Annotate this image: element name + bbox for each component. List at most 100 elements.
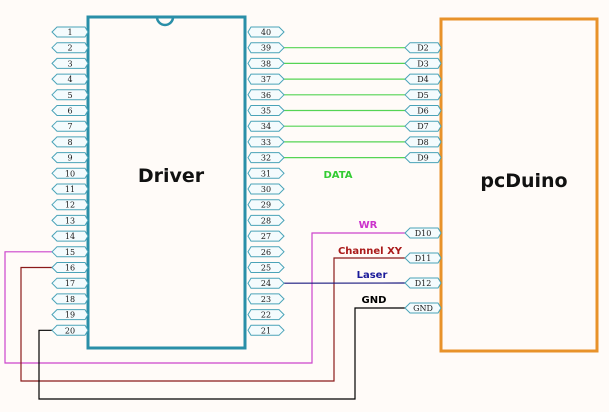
pin-outline	[247, 57, 285, 69]
driver-pin-20[interactable]: 20	[51, 324, 89, 336]
driver-notch	[155, 16, 175, 27]
driver-pin-39[interactable]: 39	[247, 42, 285, 54]
driver-pin-11[interactable]: 11	[51, 183, 89, 195]
driver-pin-7[interactable]: 7	[51, 120, 89, 132]
pin-outline	[404, 136, 442, 148]
wires-layer	[4, 47, 406, 400]
driver-pin-23[interactable]: 23	[247, 293, 285, 305]
pin-outline	[51, 89, 89, 101]
pin-outline	[51, 214, 89, 226]
driver-pin-31[interactable]: 31	[247, 167, 285, 179]
pin-label: 29	[261, 201, 271, 210]
driver-pin-5[interactable]: 5	[51, 89, 89, 101]
driver-pin-9[interactable]: 9	[51, 152, 89, 164]
pin-label: 19	[65, 311, 75, 320]
driver-pin-10[interactable]: 10	[51, 167, 89, 179]
pcduino-pin-d8[interactable]: D8	[404, 136, 442, 148]
pcduino-pin-d6[interactable]: D6	[404, 105, 442, 116]
pin-label: 20	[65, 326, 75, 335]
pin-label: GND	[413, 304, 433, 313]
pin-label: 13	[65, 216, 75, 225]
driver-pin-36[interactable]: 36	[247, 89, 285, 101]
pin-outline	[247, 199, 285, 211]
pin-outline	[404, 227, 442, 239]
driver-pin-8[interactable]: 8	[51, 136, 89, 148]
driver-pin-15[interactable]: 15	[51, 246, 89, 258]
pcduino-pin-d2[interactable]: D2	[404, 42, 442, 54]
pcduino-label: pcDuino	[480, 170, 567, 192]
channel-xy-wire[interactable]	[20, 257, 405, 382]
pcduino-pin-d11[interactable]: D11	[404, 252, 442, 264]
driver-chip[interactable]: Driver	[86, 15, 247, 350]
driver-pin-29[interactable]: 29	[247, 199, 285, 211]
driver-pin-33[interactable]: 33	[247, 136, 285, 148]
pin-outline	[404, 277, 442, 289]
driver-pin-40[interactable]: 40	[247, 26, 285, 38]
driver-pin-16[interactable]: 16	[51, 262, 89, 273]
pcduino-pin-d5[interactable]: D5	[404, 89, 442, 101]
pin-label: 4	[67, 75, 72, 84]
pin-label: 34	[261, 122, 271, 131]
driver-pin-38[interactable]: 38	[247, 57, 285, 69]
pcduino-pin-d9[interactable]: D9	[404, 152, 442, 164]
net-label-gnd: GND	[362, 295, 387, 306]
pin-outline	[51, 293, 89, 305]
pin-outline	[247, 105, 285, 116]
pin-label: 36	[261, 91, 271, 100]
pcduino-body	[439, 17, 599, 353]
pcduino-pin-gnd[interactable]: GND	[404, 302, 442, 314]
net-label-data: DATA	[323, 170, 352, 181]
pcduino-pin-d10[interactable]: D10	[404, 227, 442, 239]
pin-outline	[51, 277, 89, 289]
pin-outline	[404, 42, 442, 54]
driver-pin-22[interactable]: 22	[247, 309, 285, 321]
net-label-channel-xy: Channel XY	[338, 246, 403, 257]
driver-pin-25[interactable]: 25	[247, 262, 285, 273]
driver-pin-27[interactable]: 27	[247, 230, 285, 242]
driver-pin-26[interactable]: 26	[247, 246, 285, 258]
gnd-wire[interactable]	[38, 307, 405, 400]
pin-outline	[247, 136, 285, 148]
pin-label: 31	[261, 169, 271, 178]
pin-label: D5	[417, 91, 429, 100]
driver-label: Driver	[138, 165, 205, 187]
driver-pin-32[interactable]: 32	[247, 152, 285, 164]
driver-pin-14[interactable]: 14	[51, 230, 89, 242]
driver-pin-1[interactable]: 1	[51, 26, 89, 38]
driver-pin-12[interactable]: 12	[51, 199, 89, 211]
pcduino-pin-d7[interactable]: D7	[404, 120, 442, 132]
driver-pin-35[interactable]: 35	[247, 105, 285, 116]
driver-pin-4[interactable]: 4	[51, 73, 89, 85]
driver-pin-30[interactable]: 30	[247, 183, 285, 195]
driver-pin-13[interactable]: 13	[51, 214, 89, 226]
pcduino-pin-d3[interactable]: D3	[404, 57, 442, 69]
driver-pin-34[interactable]: 34	[247, 120, 285, 132]
pin-outline	[404, 152, 442, 164]
pcduino-pin-d4[interactable]: D4	[404, 73, 442, 85]
driver-pin-21[interactable]: 21	[247, 324, 285, 336]
pin-label: 18	[65, 295, 75, 304]
driver-pin-28[interactable]: 28	[247, 214, 285, 226]
pin-label: 40	[261, 28, 271, 37]
pcduino-board[interactable]: pcDuino	[439, 17, 599, 353]
pin-label: 8	[67, 138, 72, 147]
driver-pin-2[interactable]: 2	[51, 42, 89, 54]
net-label-wr: WR	[359, 220, 378, 231]
driver-pin-18[interactable]: 18	[51, 293, 89, 305]
driver-pin-17[interactable]: 17	[51, 277, 89, 289]
driver-pin-6[interactable]: 6	[51, 105, 89, 116]
driver-pin-3[interactable]: 3	[51, 57, 89, 69]
pin-outline	[247, 309, 285, 321]
pin-outline	[247, 26, 285, 38]
driver-pin-24[interactable]: 24	[247, 277, 285, 289]
pin-outline	[404, 89, 442, 101]
wr-wire[interactable]	[4, 232, 405, 364]
driver-pin-19[interactable]: 19	[51, 309, 89, 321]
pin-label: D12	[415, 279, 432, 288]
pin-outline	[51, 246, 89, 258]
pin-label: 23	[261, 295, 271, 304]
pcduino-pin-d12[interactable]: D12	[404, 277, 442, 289]
driver-pin-37[interactable]: 37	[247, 73, 285, 85]
pin-outline	[247, 262, 285, 273]
